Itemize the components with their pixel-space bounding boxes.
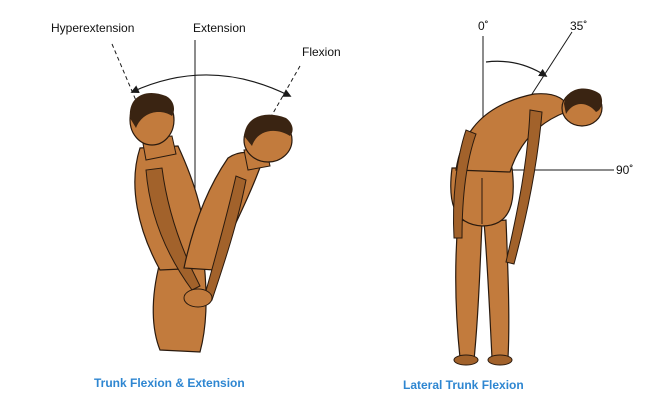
- trunk-flexion-extension-caption: Trunk Flexion & Extension: [94, 376, 245, 390]
- lateral-flexion-figure: [450, 88, 603, 366]
- flexion-extension-panel: [111, 40, 301, 353]
- hyperextension-dashed-line: [111, 43, 141, 111]
- zero-degree-label: 0˚: [478, 19, 489, 33]
- lateral-flexion-panel: [450, 31, 614, 366]
- ninety-degree-label: 90˚: [616, 163, 634, 177]
- extension-label: Extension: [193, 21, 246, 35]
- hyperextension-figure: [129, 92, 207, 353]
- lateral-trunk-flexion-caption: Lateral Trunk Flexion: [403, 378, 524, 392]
- lateral-arc-arrow-icon: [485, 60, 548, 77]
- flexion-dashed-line: [267, 65, 301, 123]
- thirty-five-degree-label: 35˚: [570, 19, 588, 33]
- arc-arrow-icon: [130, 74, 292, 97]
- flexion-figure: [183, 114, 293, 308]
- hyperextension-label: Hyperextension: [51, 21, 135, 35]
- flexion-label: Flexion: [302, 45, 341, 59]
